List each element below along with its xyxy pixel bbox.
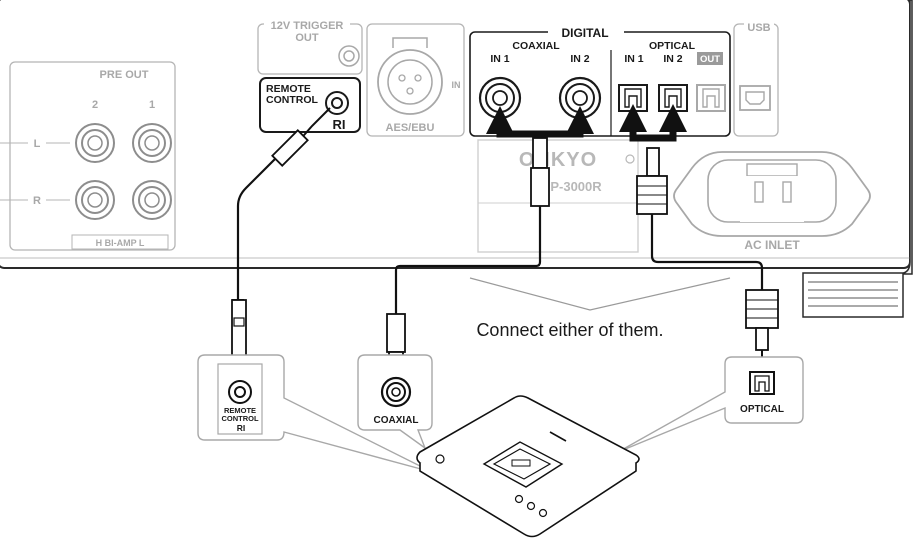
- coaxial-callout: COAXIAL: [357, 354, 433, 450]
- right-channel-label: R: [33, 195, 41, 207]
- optical-callout: OPTICAL: [617, 356, 804, 453]
- digital-label: DIGITAL: [561, 26, 608, 40]
- aes-ebu-section: IN AES/EBU: [366, 23, 465, 137]
- opt-in2-label: IN 2: [663, 53, 682, 65]
- connect-either-instruction: Connect either of them.: [476, 320, 663, 340]
- optical-in2-port: [658, 84, 688, 112]
- ri-label: RI: [333, 117, 346, 132]
- remote-jack-callout-icon: [228, 380, 252, 404]
- ac-inlet-section: AC INLET: [673, 151, 871, 252]
- rca-jack-l1: [132, 123, 172, 163]
- coax-in2-jack: [558, 76, 602, 120]
- pre-out-label: PRE OUT: [100, 69, 149, 81]
- remote-callout: REMOTE CONTROL RI: [197, 354, 433, 473]
- optical-callout-label: OPTICAL: [740, 404, 784, 415]
- product-label-plate: ONKYO P-3000R: [477, 139, 639, 253]
- remote-callout-line1: REMOTE: [224, 406, 256, 415]
- remote-control-section: REMOTE CONTROL RI: [259, 77, 361, 133]
- pre-out-ch2-label: 2: [92, 99, 98, 111]
- rca-jack-r1: [132, 180, 172, 220]
- remote-label-line1: REMOTE: [266, 83, 311, 95]
- pre-out-ch1-label: 1: [149, 99, 155, 111]
- trigger-label-line1: 12V TRIGGER: [271, 20, 344, 32]
- trigger-jack-icon: [338, 45, 360, 67]
- optical-in1-port: [618, 84, 648, 112]
- xlr-connector-icon: [377, 37, 443, 115]
- opt-out-label: OUT: [700, 54, 720, 65]
- pre-out-section: PRE OUT 2 1 L R H BI-AMP L: [0, 61, 176, 251]
- optical-out-port: [696, 84, 726, 112]
- coaxial-label: COAXIAL: [512, 40, 560, 52]
- optical-label: OPTICAL: [649, 40, 696, 52]
- optical-port-callout-icon: [749, 371, 775, 395]
- trigger-label-line2: OUT: [295, 32, 319, 44]
- usb-port-icon: [739, 85, 771, 111]
- usb-label: USB: [747, 22, 770, 34]
- remote-label-line2: CONTROL: [266, 94, 318, 106]
- aes-ebu-label: AES/EBU: [386, 122, 435, 134]
- rca-jack-l2: [75, 123, 115, 163]
- model-label: P-3000R: [550, 179, 602, 194]
- opt-in1-label: IN 1: [624, 53, 643, 65]
- coax-in2-label: IN 2: [570, 53, 589, 65]
- ac-inlet-label: AC INLET: [744, 238, 800, 252]
- optical-cable: [619, 104, 779, 372]
- device-foot: [802, 272, 904, 318]
- coaxial-callout-label: COAXIAL: [374, 415, 419, 426]
- remote-callout-ri: RI: [237, 423, 246, 433]
- remote-jack-icon: [325, 91, 349, 115]
- rca-jack-r2: [75, 180, 115, 220]
- biamp-label: H BI-AMP L: [96, 238, 145, 248]
- either-indicator: Connect either of them.: [469, 277, 731, 340]
- coax-in1-label: IN 1: [490, 53, 509, 65]
- usb-section: USB: [733, 18, 779, 137]
- aes-in-label: IN: [452, 80, 461, 90]
- dock-device: [416, 395, 640, 538]
- coaxial-jack-callout-icon: [380, 376, 412, 408]
- left-channel-label: L: [34, 138, 41, 150]
- remote-cable: [231, 107, 331, 384]
- remote-callout-line2: CONTROL: [221, 414, 258, 423]
- coax-in1-jack: [478, 76, 522, 120]
- trigger-out-section: 12V TRIGGER OUT: [257, 18, 363, 75]
